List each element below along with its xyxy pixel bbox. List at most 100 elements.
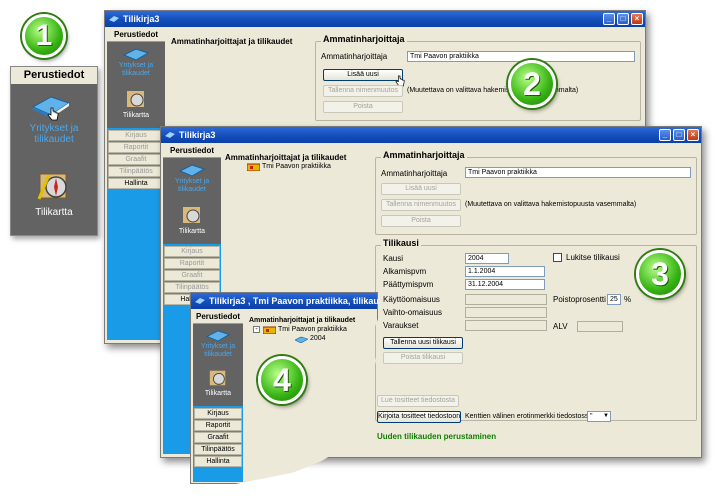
window1-titlebar[interactable]: Tilikirja3 _ □ × (105, 11, 645, 27)
sidebar-graafit[interactable]: Graafit (164, 270, 220, 281)
tree-header: Ammatinharjoittajat ja tilikaudet (249, 317, 356, 324)
delete-button[interactable]: Poista (381, 215, 461, 227)
separator-select[interactable]: " ▼ (587, 411, 611, 422)
lock-checkbox[interactable] (553, 253, 562, 262)
step-badge-2: 2 (508, 60, 556, 108)
sidebar-header: Perustiedot (193, 310, 243, 324)
current-assets-label: Vaihto-omaisuus (383, 308, 442, 317)
sidebar-kirjaus[interactable]: Kirjaus (194, 408, 242, 419)
depreciation-field[interactable]: 25 (607, 294, 621, 305)
sidebar-dark-area: Yritykset ja tilikaudet Tilikartta (107, 42, 165, 128)
maximize-button[interactable]: □ (673, 129, 685, 141)
period-label: Kausi (383, 254, 404, 263)
period-group (375, 245, 697, 421)
left-chart-item[interactable]: Tilikartta (11, 167, 97, 227)
sidebar-graafit[interactable]: Graafit (108, 154, 164, 165)
sidebar-tilinpaatos[interactable]: Tilinpäätös (108, 166, 164, 177)
map-compass-icon (183, 207, 200, 223)
left-companies-item[interactable]: Yritykset ja tilikaudet (11, 89, 97, 155)
book-icon (123, 48, 149, 61)
left-panel-header: Perustiedot (11, 67, 97, 84)
sidebar-header: Perustiedot (107, 28, 165, 42)
app-icon (195, 298, 205, 304)
hand-cursor-icon (395, 75, 405, 87)
vat-label: ALV (553, 322, 568, 331)
window3-sidebar: Perustiedot Yritykset ja tilikaudet Tili… (193, 310, 243, 482)
delete-button[interactable]: Poista (323, 101, 403, 113)
sidebar-tilinpaatos[interactable]: Tilinpäätös (194, 444, 242, 455)
company-folder-icon (263, 326, 276, 334)
owner-group-title: Ammatinharjoittaja (381, 150, 467, 160)
owner-group (315, 41, 641, 121)
map-compass-icon (37, 173, 67, 200)
owner-field[interactable]: Tmi Paavon praktiikka (465, 167, 691, 178)
sidebar-raportit[interactable]: Raportit (164, 258, 220, 269)
window1-sidebar: Perustiedot Yritykset ja tilikaudet Tili… (107, 28, 165, 340)
save-name-button[interactable]: Tallenna nimenmuutos (323, 85, 403, 97)
sidebar-companies-label: Yritykset ja tilikaudet (200, 343, 236, 358)
close-button[interactable]: × (687, 129, 699, 141)
end-date-field[interactable]: 31.12.2004 (465, 279, 545, 290)
lock-label: Lukitse tilikausi (566, 253, 620, 262)
start-date-label: Alkamispvm (383, 267, 427, 276)
save-period-button[interactable]: Tallenna uusi tilikausi (383, 337, 463, 349)
map-compass-icon (209, 370, 226, 386)
sidebar-hallinta[interactable]: Hallinta (108, 178, 164, 189)
vat-field (577, 321, 623, 332)
minimize-button[interactable]: _ (659, 129, 671, 141)
separator-label: Kenttien välinen erotinmerkki tiedostoss… (465, 413, 595, 420)
sidebar-kirjaus[interactable]: Kirjaus (164, 246, 220, 257)
read-vouchers-button[interactable]: Lue tositteet tiedostosta (377, 395, 459, 407)
minimize-button[interactable]: _ (603, 13, 615, 25)
delete-period-button[interactable]: Poista tilikausi (383, 352, 463, 364)
add-new-button[interactable]: Lisää uusi (381, 183, 461, 195)
fixed-assets-label: Käyttöomaisuus (383, 295, 440, 304)
close-button[interactable]: × (631, 13, 643, 25)
left-companies-label: Yritykset ja tilikaudet (29, 123, 79, 145)
period-group-title: Tilikausi (381, 238, 421, 248)
tree-item-company[interactable]: Tmi Paavon praktiikka (278, 326, 347, 333)
status-text: Uuden tilikauden perustaminen (377, 432, 497, 441)
save-name-button[interactable]: Tallenna nimenmuutos (381, 199, 461, 211)
sidebar-kirjaus[interactable]: Kirjaus (108, 130, 164, 141)
map-compass-icon (127, 91, 144, 107)
book-icon (295, 336, 308, 343)
sidebar-chart-item[interactable]: Tilikartta (193, 368, 243, 404)
tree-item-period[interactable]: 2004 (310, 335, 326, 342)
step-badge-3: 3 (636, 250, 684, 298)
owner-field-label: Ammatinharjoittaja (321, 52, 388, 61)
sidebar-chart-label: Tilikartta (122, 112, 150, 119)
sidebar-raportit[interactable]: Raportit (194, 420, 242, 431)
sidebar-companies-item[interactable]: Yritykset ja tilikaudet (163, 160, 221, 200)
window2-title: Tilikirja3 (179, 130, 216, 140)
sidebar-graafit[interactable]: Graafit (194, 432, 242, 443)
sidebar-companies-item[interactable]: Yritykset ja tilikaudet (107, 44, 165, 84)
end-date-label: Päättymispvm (383, 280, 434, 289)
sidebar-hallinta[interactable]: Hallinta (194, 456, 242, 467)
left-chart-label: Tilikartta (35, 207, 73, 218)
owner-field-label: Ammatinharjoittaja (381, 169, 448, 178)
sidebar-chart-item[interactable]: Tilikartta (107, 88, 165, 126)
fixed-assets-field (465, 294, 547, 305)
period-field[interactable]: 2004 (465, 253, 509, 264)
owner-field[interactable]: Tmi Paavon praktiikka (407, 51, 635, 62)
window2-titlebar[interactable]: Tilikirja3 _ □ × (161, 127, 701, 143)
maximize-button[interactable]: □ (617, 13, 629, 25)
sidebar-raportit[interactable]: Raportit (108, 142, 164, 153)
sidebar-dark-area: Yritykset ja tilikaudet Tilikartta (193, 324, 243, 406)
sidebar-companies-item[interactable]: Yritykset ja tilikaudet (193, 326, 243, 366)
depreciation-label: Poistoprosentti (553, 295, 606, 304)
write-vouchers-button[interactable]: Kirjoita tositteet tiedostoon (377, 411, 461, 423)
reserves-label: Varaukset (383, 321, 419, 330)
tree-collapse-icon[interactable]: - (253, 326, 260, 333)
sidebar-tilinpaatos[interactable]: Tilinpäätös (164, 282, 220, 293)
start-date-field[interactable]: 1.1.2004 (465, 266, 545, 277)
separator-value: " (590, 413, 593, 420)
tree-item-company[interactable]: Tmi Paavon praktiikka (262, 163, 331, 170)
window3-titlebar[interactable]: Tilikirja3 , Tmi Paavon praktiikka, tili… (191, 293, 378, 309)
left-sidebar-zoom: Perustiedot Yritykset ja tilikaudet Tili… (10, 66, 98, 236)
depreciation-unit: % (624, 295, 632, 304)
add-new-button[interactable]: Lisää uusi (323, 69, 403, 81)
sidebar-chart-item[interactable]: Tilikartta (163, 204, 221, 242)
owner-group (375, 157, 697, 235)
